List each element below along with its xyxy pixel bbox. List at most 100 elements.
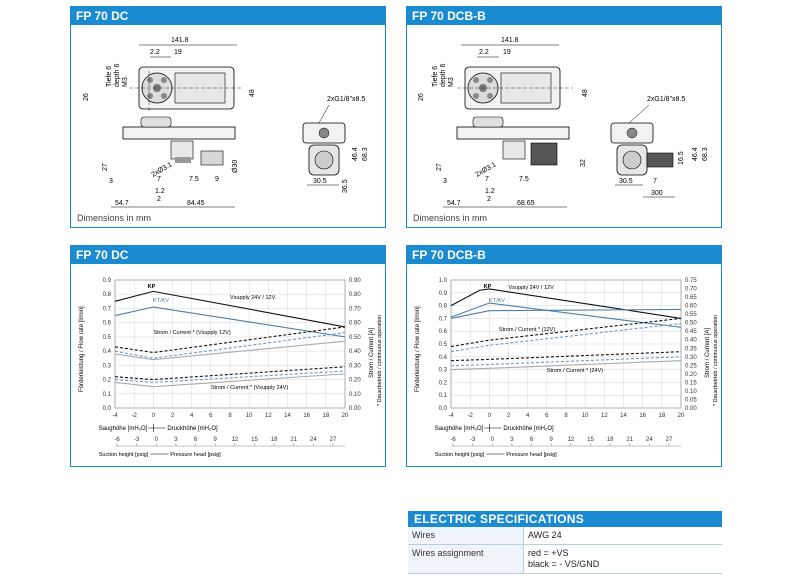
psig-tick-label: 12 bbox=[567, 437, 574, 443]
y2-axis-note: * Dauerbetrieb / continuous operation bbox=[377, 315, 383, 406]
series-line bbox=[450, 288, 682, 319]
x-tick-label: 8 bbox=[228, 413, 232, 419]
y2-tick-label: 0.20 bbox=[349, 378, 361, 384]
y-tick-label: 0.8 bbox=[439, 304, 448, 310]
annotation-ktkv: KT/KV bbox=[489, 298, 505, 304]
annotation-vsupply: Vsupply 24V / 12V bbox=[230, 295, 276, 301]
dimensions-caption: Dimensions in mm bbox=[77, 213, 152, 223]
dim-7: 7 bbox=[157, 176, 161, 183]
y-tick-label: 0.3 bbox=[439, 368, 448, 374]
series-line bbox=[114, 326, 346, 354]
psig-tick-label: 24 bbox=[310, 437, 317, 443]
psig-tick-label: 24 bbox=[646, 437, 653, 443]
annotation-current-24: Strom / Current * (24V) bbox=[547, 368, 603, 374]
panel-title: FP 70 DC bbox=[71, 246, 385, 264]
y2-tick-label: 0.05 bbox=[685, 397, 697, 403]
dim-84-45: 84.45 bbox=[187, 200, 205, 207]
x-tick-label: 12 bbox=[265, 413, 272, 419]
x-tick-label: 12 bbox=[601, 413, 608, 419]
dim-54-7: 54.7 bbox=[115, 200, 129, 207]
spec-row-wires: Wires AWG 24 bbox=[408, 527, 722, 545]
dim-2: 2 bbox=[157, 196, 161, 203]
psig-tick-label: 27 bbox=[666, 437, 673, 443]
plot-frame bbox=[450, 279, 682, 409]
series-line bbox=[114, 370, 346, 383]
dim-26: 26 bbox=[418, 93, 425, 101]
x-tick-label: 2 bbox=[507, 413, 511, 419]
y2-tick-label: 0.10 bbox=[685, 389, 697, 395]
x-tick-label: -2 bbox=[467, 413, 473, 419]
dim-7-5: 7.5 bbox=[189, 176, 199, 183]
y2-tick-label: 0.65 bbox=[685, 295, 697, 301]
series-line bbox=[450, 360, 682, 371]
panel-title: FP 70 DCB-B bbox=[407, 7, 721, 25]
y-tick-label: 0.9 bbox=[103, 278, 112, 284]
dim-30-5: 30.5 bbox=[619, 178, 633, 185]
y2-tick-label: 0.75 bbox=[685, 278, 697, 284]
panel-title: FP 70 DC bbox=[71, 7, 385, 25]
dim-3: 3 bbox=[109, 178, 113, 185]
x-tick-label: 2 bbox=[171, 413, 175, 419]
dim-9: 9 bbox=[215, 176, 219, 183]
y2-axis-label: Strom / Current [A] bbox=[369, 328, 375, 378]
spec-value-line: AWG 24 bbox=[528, 530, 562, 540]
dim-19: 19 bbox=[174, 49, 182, 56]
spec-value-line: black = - VS/GND bbox=[528, 559, 600, 569]
dim-68-3: 68.3 bbox=[702, 147, 709, 161]
x-axis-label-pressure: Druckhöhe [mH₂O] bbox=[167, 426, 218, 432]
dim-tiefe: Tiefe 6 bbox=[432, 66, 439, 87]
dim-7: 7 bbox=[485, 176, 489, 183]
y2-tick-label: 0.70 bbox=[349, 306, 361, 312]
y-tick-label: 1.0 bbox=[439, 278, 448, 284]
psig-tick-label: -6 bbox=[114, 437, 120, 443]
x-tick-label: 18 bbox=[322, 413, 329, 419]
x-tick-label: 10 bbox=[582, 413, 589, 419]
annotation-current-12: Strom / Current * (12V) bbox=[499, 327, 555, 333]
series-line bbox=[114, 306, 346, 338]
x-tick-label: 0 bbox=[152, 413, 156, 419]
series-line bbox=[450, 356, 682, 367]
dim-48: 48 bbox=[582, 89, 589, 97]
dim-phi30: Ø30 bbox=[232, 160, 239, 173]
x-axis-label-suction: Saughöhe [mH₂O] bbox=[99, 426, 148, 432]
x-tick-label: -2 bbox=[131, 413, 137, 419]
x-tick-label: -4 bbox=[448, 413, 454, 419]
series-line bbox=[450, 317, 682, 348]
dim-7b: 7 bbox=[653, 178, 657, 185]
y-tick-label: 0.5 bbox=[103, 335, 112, 341]
y2-tick-label: 0.55 bbox=[685, 312, 697, 318]
dim-1-2: 1.2 bbox=[485, 188, 495, 195]
series-line bbox=[450, 351, 682, 362]
x-tick-label: -4 bbox=[112, 413, 118, 419]
series-line bbox=[114, 332, 346, 359]
dim-port: 2xG1/8"x8.5 bbox=[647, 96, 685, 103]
y2-tick-label: 0.20 bbox=[685, 372, 697, 378]
x-axis-label-suction: Saughöhe [mH₂O] bbox=[435, 426, 484, 432]
psig-tick-label: 6 bbox=[194, 437, 198, 443]
dim-16-5: 16.5 bbox=[678, 151, 685, 165]
psig-tick-label: 21 bbox=[290, 437, 297, 443]
psig-tick-label: 18 bbox=[607, 437, 614, 443]
x-tick-label: 4 bbox=[190, 413, 194, 419]
electric-specifications: ELECTRIC SPECIFICATIONS Wires AWG 24 Wir… bbox=[408, 511, 722, 574]
x-tick-label: 14 bbox=[620, 413, 627, 419]
y2-tick-label: 0.50 bbox=[349, 335, 361, 341]
y2-tick-label: 0.80 bbox=[349, 292, 361, 298]
psig-tick-label: 3 bbox=[174, 437, 178, 443]
y2-tick-label: 0.40 bbox=[349, 349, 361, 355]
y-tick-label: 0.6 bbox=[103, 321, 112, 327]
psig-tick-label: 12 bbox=[231, 437, 238, 443]
x-tick-label: 6 bbox=[209, 413, 213, 419]
flow-chart-dcb: 0.00.10.20.30.40.50.60.70.80.91.00.000.0… bbox=[415, 278, 719, 458]
y2-tick-label: 0.40 bbox=[685, 338, 697, 344]
y-axis-label: Förderleistung / Flow rate [l/min] bbox=[415, 306, 421, 392]
series-line bbox=[114, 366, 346, 381]
dim-48: 48 bbox=[249, 89, 256, 97]
y-tick-label: 0.2 bbox=[103, 378, 112, 384]
series-line bbox=[450, 322, 682, 353]
y2-tick-label: 0.25 bbox=[685, 363, 697, 369]
dim-30-5: 30.5 bbox=[313, 178, 327, 185]
spec-value-line: red = +VS bbox=[528, 548, 569, 558]
y-tick-label: 0.4 bbox=[439, 355, 448, 361]
